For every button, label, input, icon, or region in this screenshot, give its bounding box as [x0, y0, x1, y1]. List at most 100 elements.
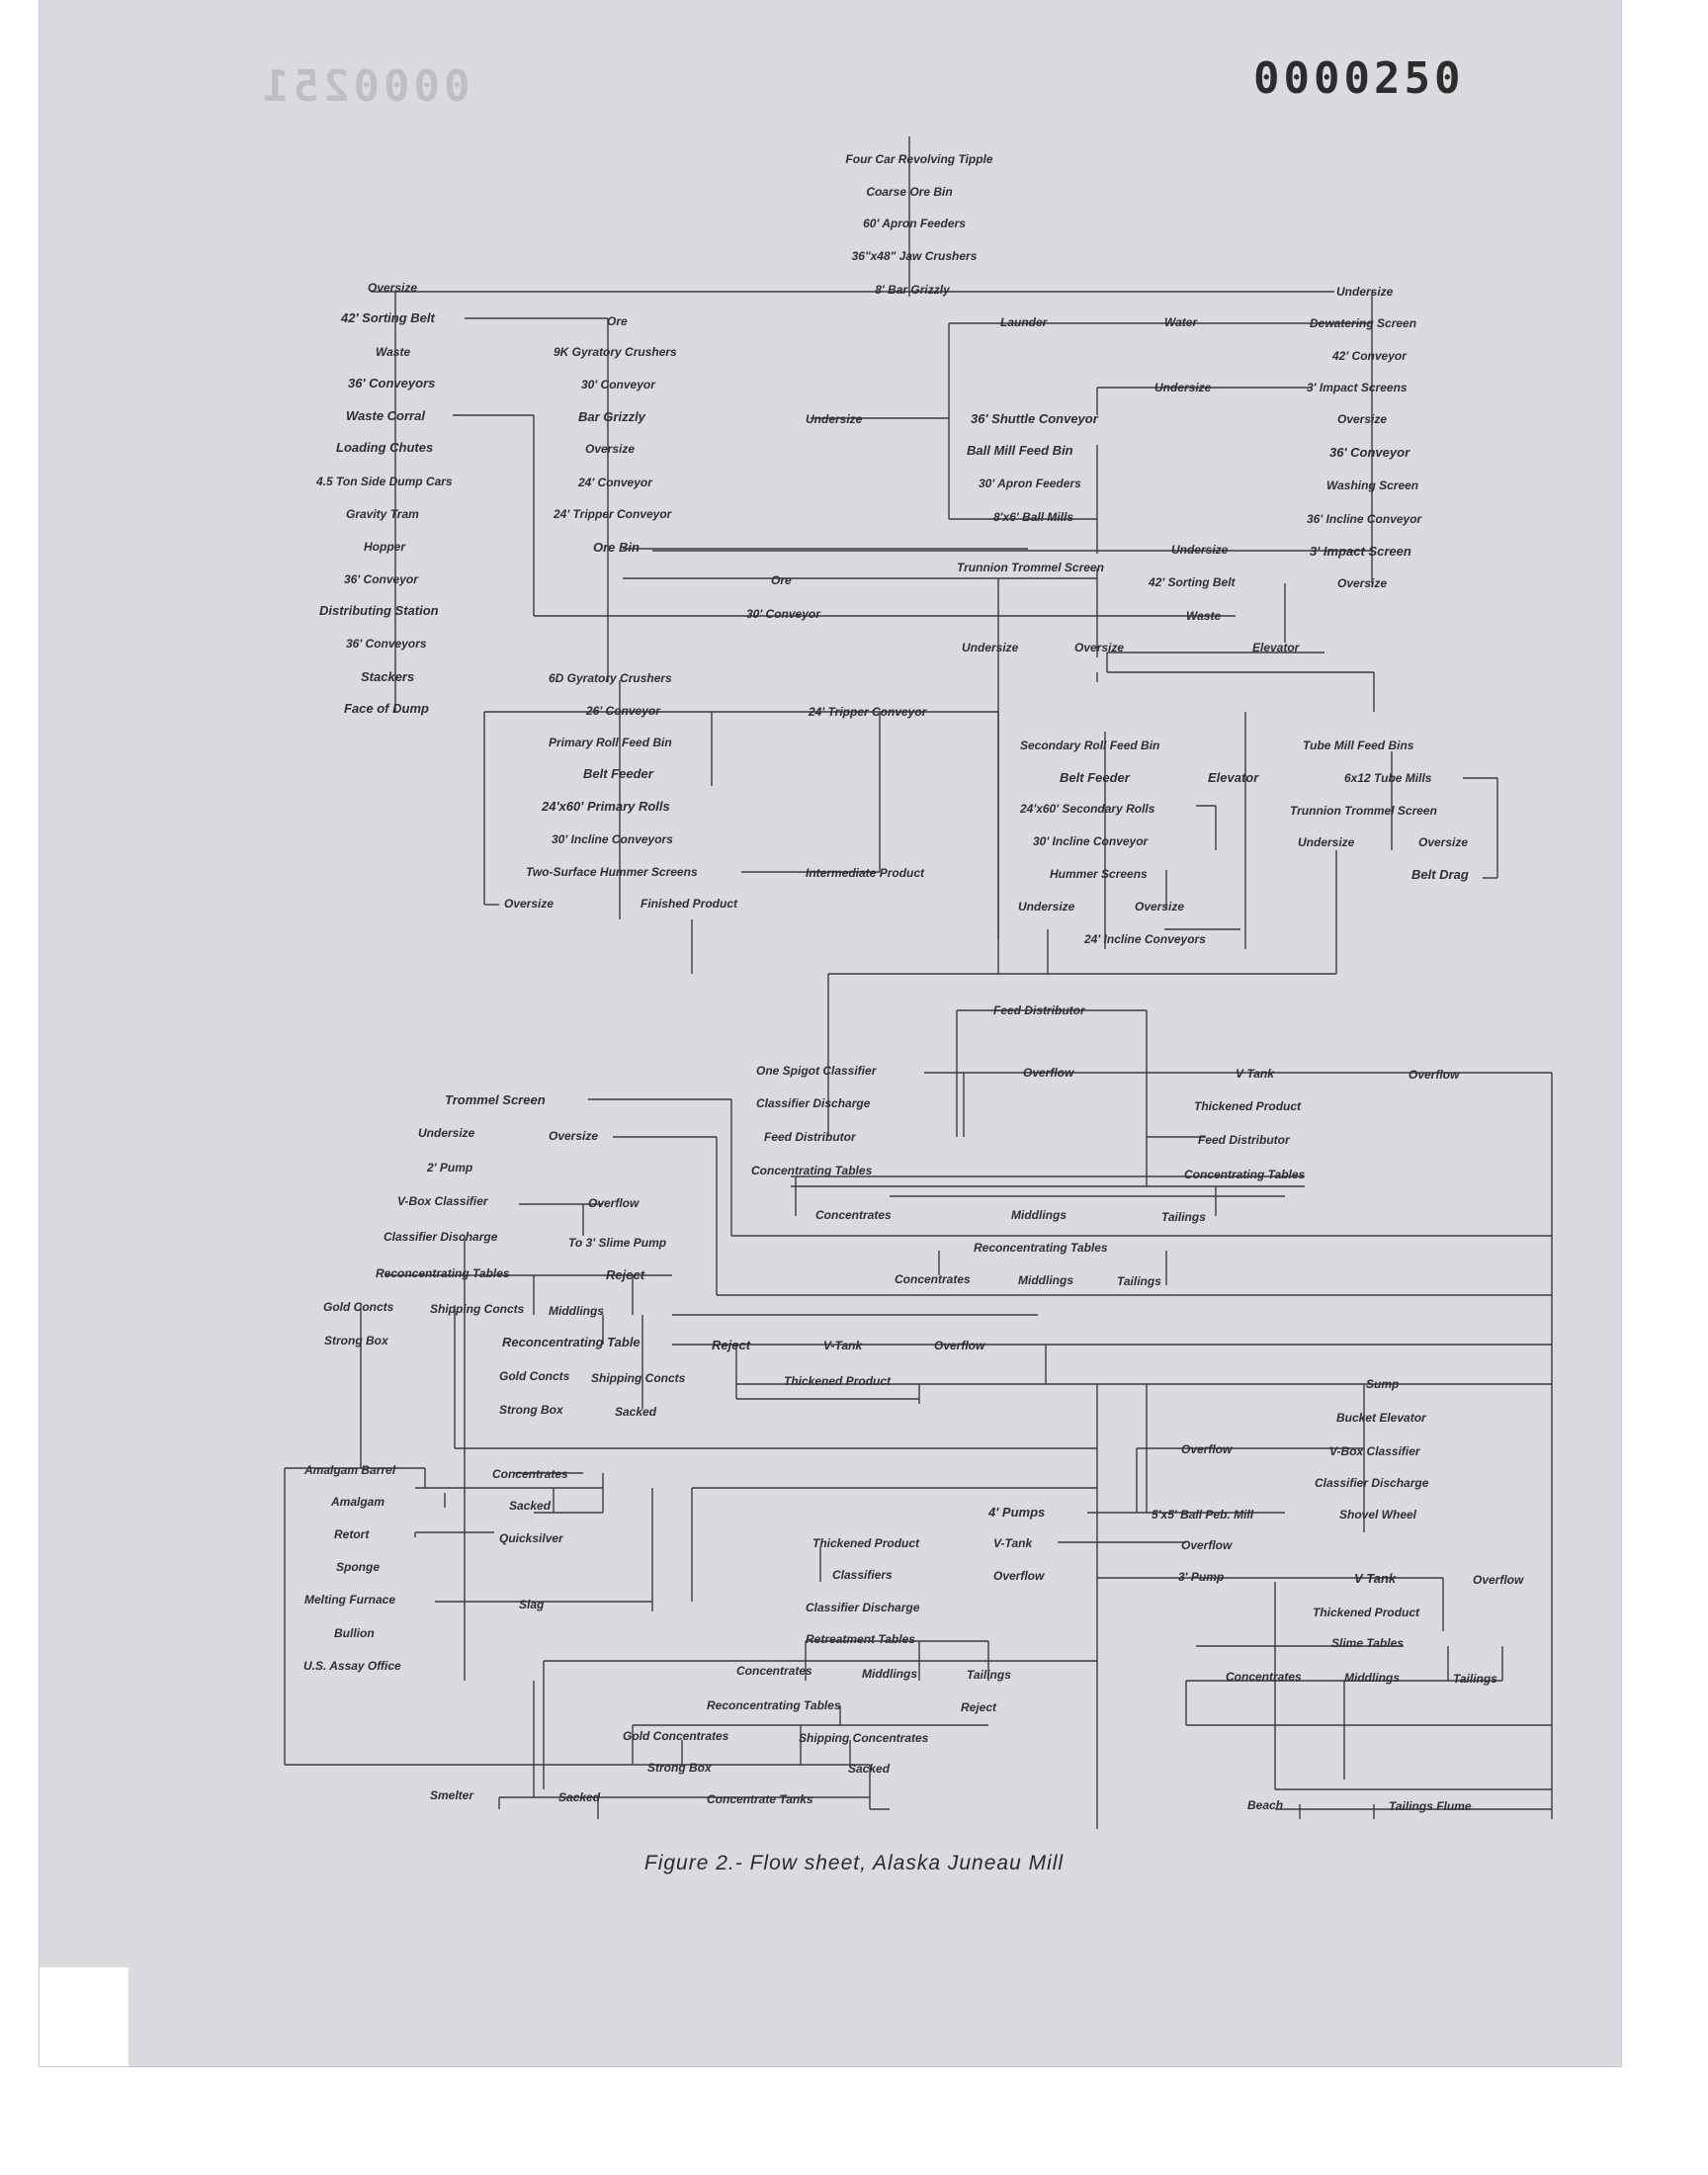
node-gold-concentrates: Gold Concentrates: [623, 1729, 729, 1743]
node-v-tank-2: V-Tank: [823, 1339, 863, 1352]
node-middlings-5: Middlings: [1344, 1671, 1400, 1685]
node-v-box-classifier-1: V-Box Classifier: [397, 1194, 489, 1208]
node-undersize-6: Undersize: [1298, 835, 1355, 849]
node-gravity-tram: Gravity Tram: [346, 507, 419, 521]
node-concentrates-1: Concentrates: [815, 1208, 892, 1222]
node-bar-grizzly: Bar Grizzly: [578, 409, 646, 424]
flow-labels: Four Car Revolving Tipple Coarse Ore Bin…: [303, 152, 1524, 1813]
node-ball-mills: 8'x6' Ball Mills: [993, 510, 1073, 524]
node-elevator-1: Elevator: [1252, 641, 1301, 654]
stamp-number: 0000250: [1253, 53, 1465, 104]
node-bullion: Bullion: [334, 1626, 375, 1640]
node-trommel-screen: Trommel Screen: [445, 1092, 546, 1107]
node-primary-roll-feed-bin: Primary Roll Feed Bin: [549, 736, 672, 749]
node-concentrating-tables-1: Concentrating Tables: [751, 1164, 873, 1177]
node-ball-peb-mill: 5'x5' Ball Peb. Mill: [1152, 1508, 1254, 1522]
node-undersize-5: Undersize: [962, 641, 1019, 654]
node-slag: Slag: [519, 1598, 545, 1611]
node-concentrates-2: Concentrates: [895, 1272, 971, 1286]
node-sacked-3: Sacked: [848, 1762, 891, 1776]
node-intermediate-product: Intermediate Product: [806, 866, 925, 880]
node-sump: Sump: [1366, 1377, 1399, 1391]
node-one-spigot-classifier: One Spigot Classifier: [756, 1064, 878, 1078]
node-classifier-discharge-2: Classifier Discharge: [384, 1230, 498, 1244]
node-two-surface-hummer-screens: Two-Surface Hummer Screens: [526, 865, 698, 879]
node-tripper-conveyor-24: 24' Tripper Conveyor: [553, 507, 673, 521]
node-gold-concts-1: Gold Concts: [323, 1300, 394, 1314]
node-secondary-rolls: 24'x60' Secondary Rolls: [1019, 802, 1155, 816]
node-concentrates-5: Concentrates: [1226, 1670, 1302, 1684]
node-conveyor-36: 36' Conveyor: [1329, 445, 1410, 460]
node-thickened-product-2: Thickened Product: [784, 1374, 892, 1388]
node-launder: Launder: [1000, 315, 1049, 329]
node-tailings-4: Tailings: [1453, 1672, 1497, 1686]
node-conveyor-26: 26' Conveyor: [585, 704, 661, 718]
node-oversize-5: Oversize: [1074, 641, 1124, 654]
node-thickened-product-1: Thickened Product: [1194, 1099, 1302, 1113]
node-quicksilver: Quicksilver: [499, 1531, 564, 1545]
node-conveyors-36-1: 36' Conveyors: [348, 376, 435, 391]
node-6d-gyratory-crushers: 6D Gyratory Crushers: [549, 671, 672, 685]
node-sponge: Sponge: [336, 1560, 380, 1574]
node-belt-drag: Belt Drag: [1411, 867, 1469, 882]
node-conveyor-30-2: 30' Conveyor: [746, 607, 821, 621]
node-reject-3: Reject: [961, 1700, 997, 1714]
node-conveyor-36-2: 36' Conveyor: [344, 572, 419, 586]
node-middlings-4: Middlings: [862, 1667, 917, 1681]
node-oversize-6: Oversize: [1418, 835, 1468, 849]
node-conveyor-30-1: 30' Conveyor: [581, 378, 656, 392]
node-pump-3: 3' Pump: [1178, 1570, 1224, 1584]
node-feed-distributor-2: Feed Distributor: [764, 1130, 857, 1144]
node-9k-gyratory-crushers: 9K Gyratory Crushers: [554, 345, 677, 359]
node-water: Water: [1164, 315, 1198, 329]
node-apron-feeders-30: 30' Apron Feeders: [979, 477, 1081, 490]
node-strong-box-3: Strong Box: [647, 1761, 713, 1775]
node-amalgam: Amalgam: [330, 1495, 384, 1509]
node-jaw-crushers: 36"x48" Jaw Crushers: [852, 249, 978, 263]
node-shipping-concts-2: Shipping Concts: [591, 1371, 686, 1385]
figure-caption: Figure 2.- Flow sheet, Alaska Juneau Mil…: [643, 1852, 1065, 1874]
node-reconcentrating-tables-2: Reconcentrating Tables: [376, 1266, 510, 1280]
node-middlings-1: Middlings: [1011, 1208, 1067, 1222]
node-undersize-3: Undersize: [806, 412, 863, 426]
node-bucket-elevator: Bucket Elevator: [1336, 1411, 1427, 1425]
node-impact-screen-3: 3' Impact Screen: [1310, 544, 1411, 559]
node-beach: Beach: [1247, 1798, 1283, 1812]
node-side-dump-cars: 4.5 Ton Side Dump Cars: [315, 475, 453, 488]
node-waste-1: Waste: [376, 345, 410, 359]
node-ore-2: Ore: [771, 573, 792, 587]
node-undersize-2: Undersize: [1154, 381, 1212, 394]
node-conveyors-36-3: 36' Conveyors: [346, 637, 427, 651]
node-belt-feeder-1: Belt Feeder: [583, 766, 654, 781]
node-sacked-2: Sacked: [509, 1499, 552, 1513]
node-impact-screens-3: 3' Impact Screens: [1307, 381, 1408, 394]
node-conveyor-24: 24' Conveyor: [577, 476, 653, 489]
node-classifiers: Classifiers: [832, 1568, 893, 1582]
node-oversize-9: Oversize: [549, 1129, 598, 1143]
node-classifier-discharge-4: Classifier Discharge: [806, 1601, 920, 1614]
node-tailings-3: Tailings: [967, 1668, 1011, 1682]
node-amalgam-barrel: Amalgam Barrel: [303, 1463, 396, 1477]
node-strong-box-2: Strong Box: [499, 1403, 564, 1417]
node-oversize-7: Oversize: [1135, 900, 1184, 914]
node-loading-chutes: Loading Chutes: [336, 440, 433, 455]
node-reconcentrating-tables-1: Reconcentrating Tables: [974, 1241, 1108, 1255]
node-reconcentrating-tables-3: Reconcentrating Tables: [707, 1698, 841, 1712]
node-conveyor-42: 42' Conveyor: [1331, 349, 1408, 363]
node-gold-concts-2: Gold Concts: [499, 1369, 570, 1383]
node-stackers: Stackers: [361, 669, 414, 684]
node-elevator-2: Elevator: [1208, 770, 1259, 785]
node-to-slime-pump: To 3' Slime Pump: [568, 1236, 666, 1250]
node-reject-1: Reject: [606, 1267, 645, 1282]
node-tripper-conveyor-24-2: 24' Tripper Conveyor: [808, 705, 928, 719]
node-thickened-product-4: Thickened Product: [1313, 1606, 1420, 1619]
node-v-tank-4: V Tank: [1354, 1571, 1397, 1586]
node-concentrating-tables-2: Concentrating Tables: [1184, 1168, 1306, 1181]
node-slime-tables: Slime Tables: [1331, 1636, 1404, 1650]
node-tube-mills: 6x12 Tube Mills: [1344, 771, 1432, 785]
node-oversize-3: Oversize: [585, 442, 635, 456]
node-shuttle-conveyor: 36' Shuttle Conveyor: [971, 411, 1099, 426]
node-sacked-1: Sacked: [615, 1405, 657, 1419]
node-shipping-concts-1: Shipping Concts: [430, 1302, 525, 1316]
